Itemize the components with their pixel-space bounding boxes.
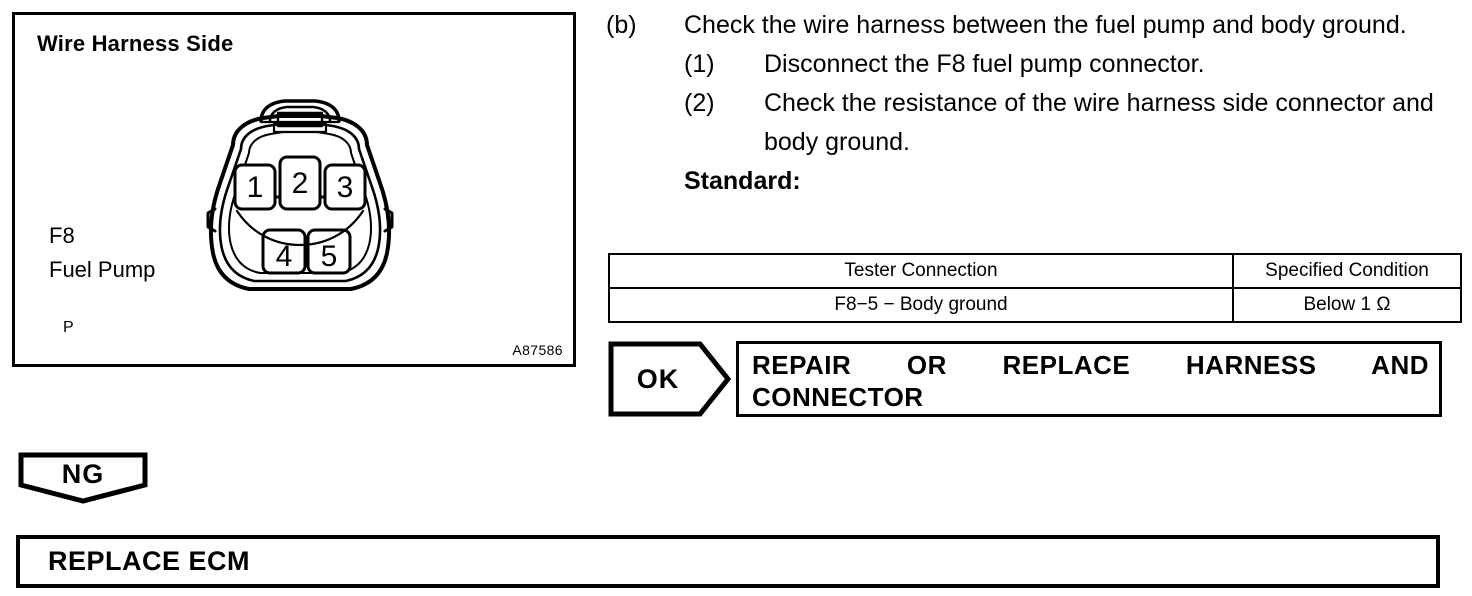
ok-branch-row: OK REPAIR OR REPLACE HARNESS AND CONNECT…: [608, 341, 1442, 417]
ok-action-text: REPAIR OR REPLACE HARNESS AND CONNECTOR: [752, 349, 1429, 413]
ng-badge: NG: [18, 452, 148, 504]
table-header-row: Tester Connection Specified Condition: [608, 253, 1462, 289]
procedure-substep: (2) Check the resistance of the wire har…: [684, 84, 1462, 162]
polarity-mark: P: [63, 319, 74, 336]
substep-marker: (1): [684, 50, 715, 78]
connector-svg: 1 2 3 4 5: [206, 99, 394, 291]
connector-pin-5: 5: [321, 240, 338, 273]
table-row: F8−5 − Body ground Below 1 Ω: [608, 287, 1462, 323]
standard-label: Standard:: [684, 167, 801, 195]
substep-text: Disconnect the F8 fuel pump connector.: [764, 50, 1205, 78]
procedure-substep: (1) Disconnect the F8 fuel pump connecto…: [684, 45, 1462, 84]
procedure-step: (b) Check the wire harness between the f…: [606, 6, 1462, 45]
connector-ref-label: F8 Fuel Pump: [49, 219, 155, 287]
ok-badge-label: OK: [636, 363, 680, 394]
figure-title: Wire Harness Side: [37, 31, 234, 56]
ok-action-line-1: REPAIR OR REPLACE HARNESS AND: [752, 350, 1429, 380]
table-header-tester-connection: Tester Connection: [608, 253, 1234, 289]
ok-action-box: REPAIR OR REPLACE HARNESS AND CONNECTOR: [736, 341, 1442, 417]
replace-ecm-box: REPLACE ECM: [16, 535, 1440, 588]
figure-code: A87586: [512, 342, 563, 358]
ng-badge-label: NG: [61, 458, 105, 489]
step-marker: (b): [606, 11, 637, 39]
connector-diagram: 1 2 3 4 5: [175, 93, 425, 318]
table-header-specified-condition: Specified Condition: [1232, 253, 1462, 289]
connector-id: F8: [49, 223, 75, 248]
connector-pin-2: 2: [292, 167, 309, 200]
wire-harness-figure-panel: Wire Harness Side: [12, 12, 576, 367]
connector-pin-3: 3: [337, 171, 354, 204]
ng-banner-shape-icon: [18, 452, 148, 504]
connector-pin-1: 1: [247, 171, 264, 204]
connector-pin-4: 4: [276, 240, 293, 273]
procedure-column: (b) Check the wire harness between the f…: [606, 6, 1462, 200]
ok-action-line-2: CONNECTOR: [752, 382, 924, 412]
step-text: Check the wire harness between the fuel …: [684, 11, 1407, 39]
ok-arrow-shape-icon: [608, 341, 732, 417]
table-cell-specified-condition: Below 1 Ω: [1232, 287, 1462, 323]
connector-name: Fuel Pump: [49, 257, 156, 282]
standard-table: Tester Connection Specified Condition F8…: [608, 253, 1462, 323]
table-cell-tester-connection: F8−5 − Body ground: [608, 287, 1234, 323]
ok-badge: OK: [608, 341, 732, 417]
substep-text: Check the resistance of the wire harness…: [764, 89, 1434, 156]
substep-marker: (2): [684, 89, 715, 117]
replace-ecm-text: REPLACE ECM: [48, 546, 251, 576]
